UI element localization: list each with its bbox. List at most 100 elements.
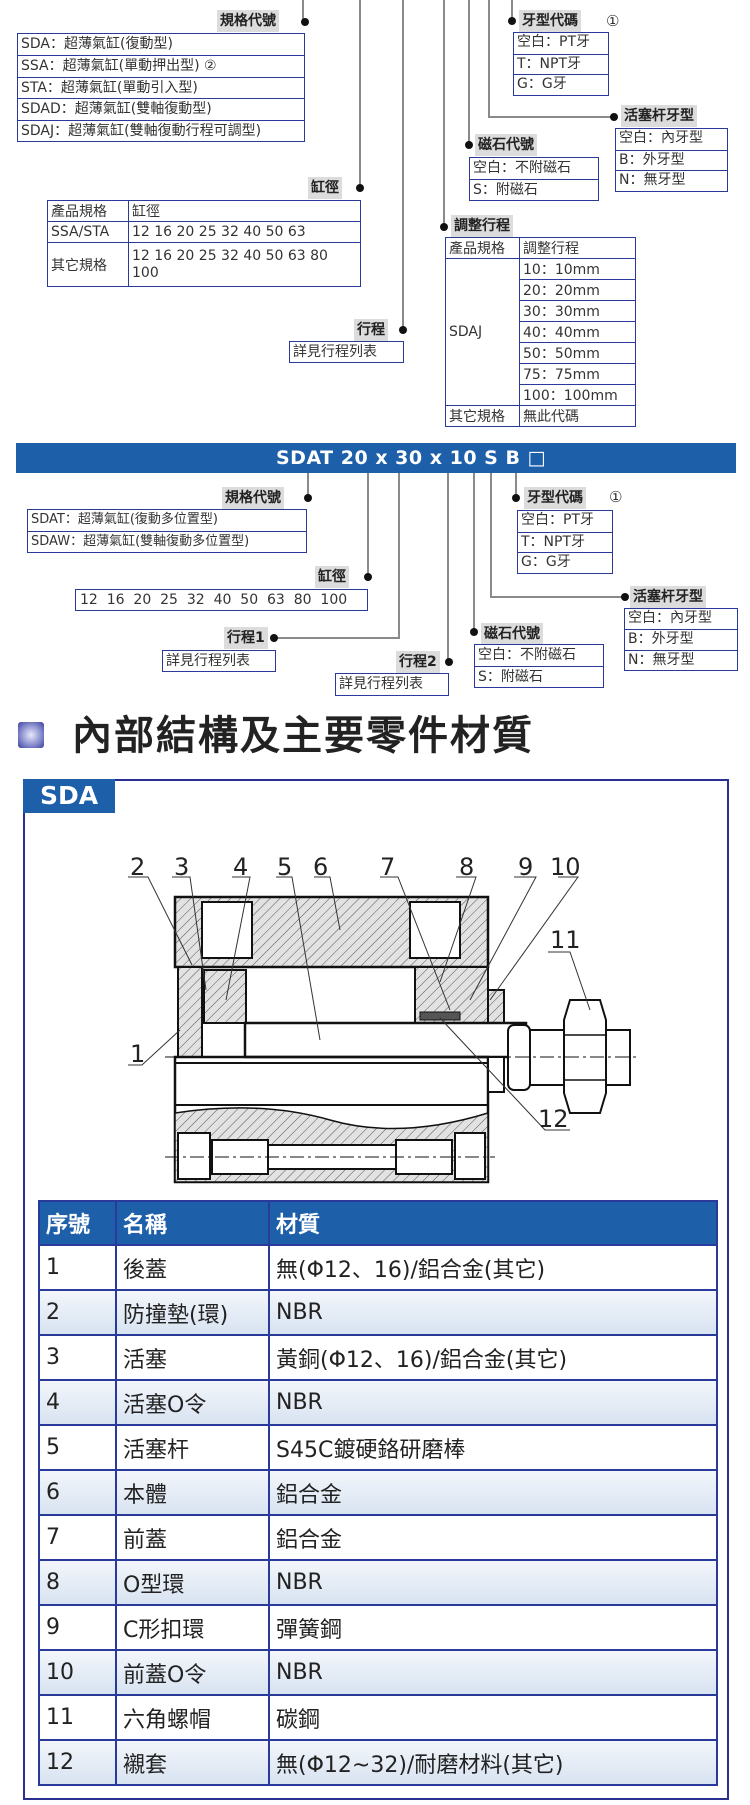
bore-row-values: 12 16 20 25 32 40 50 63 bbox=[128, 221, 361, 243]
cylinder-cross-section-diagram: 1 2 3 4 5 6 7 8 9 10 11 12 bbox=[128, 853, 640, 1184]
part-name: 後蓋 bbox=[115, 1244, 270, 1291]
part-material: 碳鋼 bbox=[268, 1694, 718, 1741]
bullet-dot bbox=[301, 18, 309, 26]
part-number-6: 6 bbox=[313, 853, 328, 881]
part-material: 無(Φ12~32)/耐磨材料(其它) bbox=[268, 1739, 718, 1786]
part-number: 11 bbox=[38, 1694, 117, 1741]
part-number: 10 bbox=[38, 1649, 117, 1696]
part-material: NBR bbox=[268, 1379, 718, 1426]
leader-lines bbox=[128, 876, 591, 1131]
part-name: 活塞杆 bbox=[115, 1424, 270, 1471]
part-name: C形扣環 bbox=[115, 1604, 270, 1651]
part-name: 防撞墊(環) bbox=[115, 1289, 270, 1336]
part-number-7: 7 bbox=[380, 853, 395, 881]
magnet-item: S：附磁石 bbox=[470, 179, 598, 200]
part-number: 4 bbox=[38, 1379, 117, 1426]
adjust-value: 50：50mm bbox=[519, 342, 636, 364]
leader-line bbox=[511, 0, 513, 21]
rod-thread-label: 活塞杆牙型 bbox=[621, 105, 697, 127]
part-number-10: 10 bbox=[550, 853, 581, 881]
part-number-5: 5 bbox=[277, 853, 292, 881]
part-name: 六角螺帽 bbox=[115, 1694, 270, 1741]
leader-line bbox=[490, 473, 492, 597]
leader-line bbox=[359, 0, 361, 188]
part-number-1: 1 bbox=[130, 1040, 145, 1068]
part-name: 本體 bbox=[115, 1469, 270, 1516]
bore-values: 12 16 20 25 32 40 50 63 80 100 bbox=[75, 589, 368, 611]
rod-thread-item: B：外牙型 bbox=[616, 149, 727, 171]
leader-line bbox=[367, 473, 369, 577]
part-number-12: 12 bbox=[538, 1105, 569, 1133]
stroke2-note: 詳見行程列表 bbox=[335, 673, 449, 696]
leader-line bbox=[473, 473, 475, 632]
footnote-marker: ① bbox=[606, 12, 620, 30]
part-material: 鋁合金 bbox=[268, 1469, 718, 1516]
bore-header-bore: 缸徑 bbox=[128, 200, 361, 222]
spec-code-label: 規格代號 bbox=[217, 10, 279, 32]
leader-line bbox=[443, 0, 445, 227]
spec-code-item: SDAJ：超薄氣缸(雙軸復動行程可調型) bbox=[18, 119, 304, 141]
footnote-marker: ① bbox=[609, 488, 623, 506]
model-code-banner: SDAT 20 x 30 x 10 S B □ bbox=[16, 443, 736, 473]
part-name: 活塞O令 bbox=[115, 1379, 270, 1426]
spec-code-item: STA：超薄氣缸(單動引入型) bbox=[18, 76, 304, 98]
adjust-other-value: 無此代碼 bbox=[519, 405, 636, 427]
bullet-dot bbox=[270, 634, 278, 642]
stroke-label: 行程 bbox=[354, 319, 388, 341]
adjust-header-stroke: 調整行程 bbox=[519, 237, 636, 259]
part-number: 9 bbox=[38, 1604, 117, 1651]
sda-structure-panel bbox=[23, 779, 729, 1800]
rod-thread-item: 空白：內牙型 bbox=[628, 610, 712, 626]
adjust-value: 100：100mm bbox=[519, 384, 636, 406]
part-number-2: 2 bbox=[130, 853, 145, 881]
thread-code-item: T：NPT牙 bbox=[514, 53, 608, 75]
part-number: 1 bbox=[38, 1244, 117, 1291]
bullet-dot bbox=[508, 17, 516, 25]
part-name: 活塞 bbox=[115, 1334, 270, 1381]
adjust-stroke-label: 調整行程 bbox=[451, 215, 513, 237]
part-number: 3 bbox=[38, 1334, 117, 1381]
leader-line bbox=[302, 0, 304, 22]
thread-code-item: T：NPT牙 bbox=[518, 531, 612, 553]
spec-code-item: SSA：超薄氣缸(單動押出型) ② bbox=[18, 55, 304, 76]
part-material: 黃銅(Φ12、16)/鋁合金(其它) bbox=[268, 1334, 718, 1381]
part-number-9: 9 bbox=[518, 853, 533, 881]
bore-row-product: 其它規格 bbox=[47, 242, 129, 287]
part-name: 前蓋 bbox=[115, 1514, 270, 1561]
part-material: S45C鍍硬鉻研磨棒 bbox=[268, 1424, 718, 1471]
leader-line bbox=[398, 473, 400, 638]
stroke1-label: 行程1 bbox=[224, 627, 268, 649]
spec-code-item: SDA：超薄氣缸(復動型) bbox=[21, 36, 173, 52]
rod-thread-item: B：外牙型 bbox=[625, 629, 737, 649]
leader-line bbox=[447, 473, 449, 662]
part-material: 無(Φ12、16)/鋁合金(其它) bbox=[268, 1244, 718, 1291]
header-number: 序號 bbox=[38, 1200, 117, 1246]
thread-code-item: 空白：PT牙 bbox=[517, 34, 590, 50]
rod-thread-item: N：無牙型 bbox=[625, 649, 737, 670]
cylinder-body bbox=[165, 895, 640, 1184]
part-material: 彈簧鋼 bbox=[268, 1604, 718, 1651]
thread-code-label: 牙型代碼 bbox=[519, 10, 581, 32]
part-material: NBR bbox=[268, 1649, 718, 1696]
bore-row-values: 12 16 20 25 32 40 50 63 80 100 bbox=[128, 242, 361, 287]
thread-code-item: G：G牙 bbox=[518, 552, 612, 573]
part-material: 鋁合金 bbox=[268, 1514, 718, 1561]
adjust-value: 10：10mm bbox=[519, 258, 636, 280]
model-tag: SDA bbox=[23, 779, 115, 813]
part-number: 6 bbox=[38, 1469, 117, 1516]
part-number: 12 bbox=[38, 1739, 117, 1786]
